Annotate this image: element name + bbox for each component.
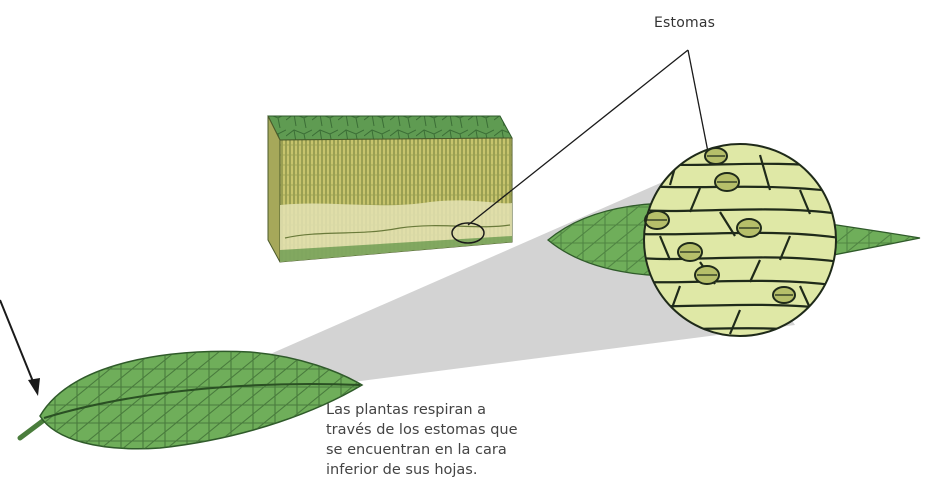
caption-text: Las plantas respiran a través de los est… (326, 400, 556, 480)
leaf-cross-section-block (267, 115, 513, 263)
caption-line: través de los estomas que (326, 422, 518, 438)
magnified-epidermis (643, 143, 837, 337)
caption-line: se encuentran en la cara (326, 442, 507, 458)
pointer-arrow (0, 299, 40, 396)
stoma-highlight-circle (451, 222, 485, 244)
stomata-label: Estomas (654, 15, 716, 31)
caption-line: inferior de sus hojas. (326, 462, 478, 478)
leader-lines (467, 49, 709, 226)
caption-line: Las plantas respiran a (326, 402, 487, 418)
leaf-illustration (17, 350, 364, 450)
